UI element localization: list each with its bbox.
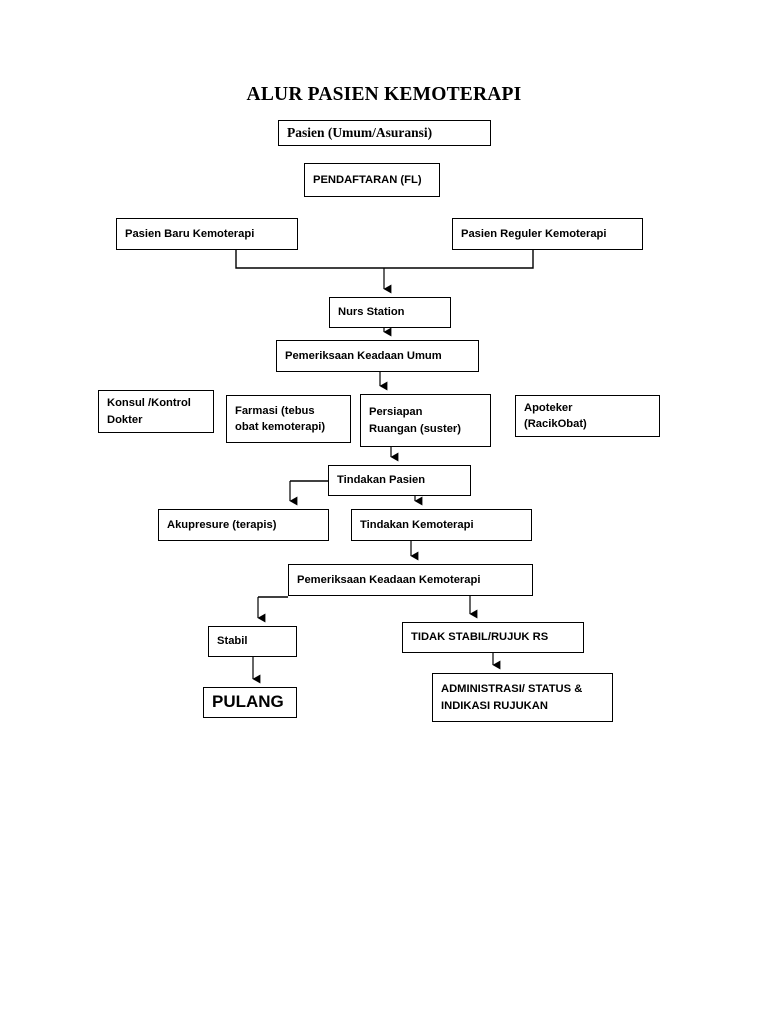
node-label-line: Apoteker [524, 401, 573, 414]
node-pasien-reguler-kemoterapi[interactable]: Pasien Reguler Kemoterapi [452, 218, 643, 250]
node-tindakan-pasien[interactable]: Tindakan Pasien [328, 465, 471, 496]
node-label-line: Nurs Station [338, 306, 405, 319]
node-label-line: Ruangan (suster) [369, 422, 461, 435]
node-pasien-baru-kemoterapi[interactable]: Pasien Baru Kemoterapi [116, 218, 298, 250]
node-pendaftaran-fl[interactable]: PENDAFTARAN (FL) [304, 163, 440, 197]
node-tidak-stabil-rujuk-rs[interactable]: TIDAK STABIL/RUJUK RS [402, 622, 584, 653]
node-label-line: TIDAK STABIL/RUJUK RS [411, 631, 549, 644]
node-label-line: INDIKASI RUJUKAN [441, 699, 548, 712]
node-pasien-umum-asuransi[interactable]: Pasien (Umum/Asuransi) [278, 120, 491, 146]
node-label-line: Tindakan Pasien [337, 474, 426, 487]
edge-bracket-merge [235, 250, 534, 269]
node-pemeriksaan-keadaan-umum[interactable]: Pemeriksaan Keadaan Umum [276, 340, 479, 372]
node-label-line: Tindakan Kemoterapi [360, 518, 474, 531]
node-label-line: Konsul /Kontrol [107, 397, 191, 410]
node-label-line: Stabil [217, 635, 248, 648]
node-nurs-station[interactable]: Nurs Station [329, 297, 451, 328]
node-label-line: Farmasi (tebus [235, 404, 315, 417]
node-label-line: Pasien Reguler Kemoterapi [461, 227, 607, 240]
node-label-line: Pasien Baru Kemoterapi [125, 227, 255, 240]
node-akupresure-terapis[interactable]: Akupresure (terapis) [158, 509, 329, 541]
node-label-line: Dokter [107, 413, 143, 426]
node-pulang[interactable]: PULANG [203, 687, 297, 718]
node-label-line: (RacikObat) [524, 418, 587, 430]
node-konsul-kontrol-dokter[interactable]: Konsul /Kontrol Dokter [98, 390, 214, 433]
node-label-line: Pemeriksaan Keadaan Kemoterapi [297, 573, 481, 586]
node-label-line: PENDAFTARAN (FL) [313, 173, 422, 186]
node-label-line: Pasien (Umum/Asuransi) [287, 125, 433, 141]
node-pemeriksaan-keadaan-kemoterapi[interactable]: Pemeriksaan Keadaan Kemoterapi [288, 564, 533, 596]
node-label-line: Akupresure (terapis) [167, 518, 277, 531]
node-label-line: ADMINISTRASI/ STATUS & [441, 683, 583, 696]
node-persiapan-ruangan-suster[interactable]: Persiapan Ruangan (suster) [360, 394, 491, 447]
node-stabil[interactable]: Stabil [208, 626, 297, 657]
node-administrasi-status-indikasi-rujukan[interactable]: ADMINISTRASI/ STATUS & INDIKASI RUJUKAN [432, 673, 613, 722]
node-label-line: obat kemoterapi) [235, 421, 326, 433]
node-apoteker-racik-obat[interactable]: Apoteker (RacikObat) [515, 395, 660, 437]
page-title: ALUR PASIEN KEMOTERAPI [246, 84, 522, 105]
node-label-line: PULANG [212, 692, 284, 712]
node-label-line: Pemeriksaan Keadaan Umum [285, 349, 442, 362]
node-label-line: Persiapan [369, 406, 423, 419]
node-tindakan-kemoterapi[interactable]: Tindakan Kemoterapi [351, 509, 532, 541]
node-farmasi-tebus-obat[interactable]: Farmasi (tebus obat kemoterapi) [226, 395, 351, 443]
